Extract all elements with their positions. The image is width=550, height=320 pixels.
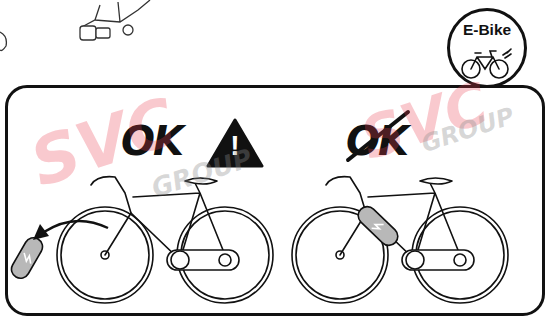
badge-title: E-Bike [450,21,524,39]
ebike-badge: E-Bike [447,8,527,88]
